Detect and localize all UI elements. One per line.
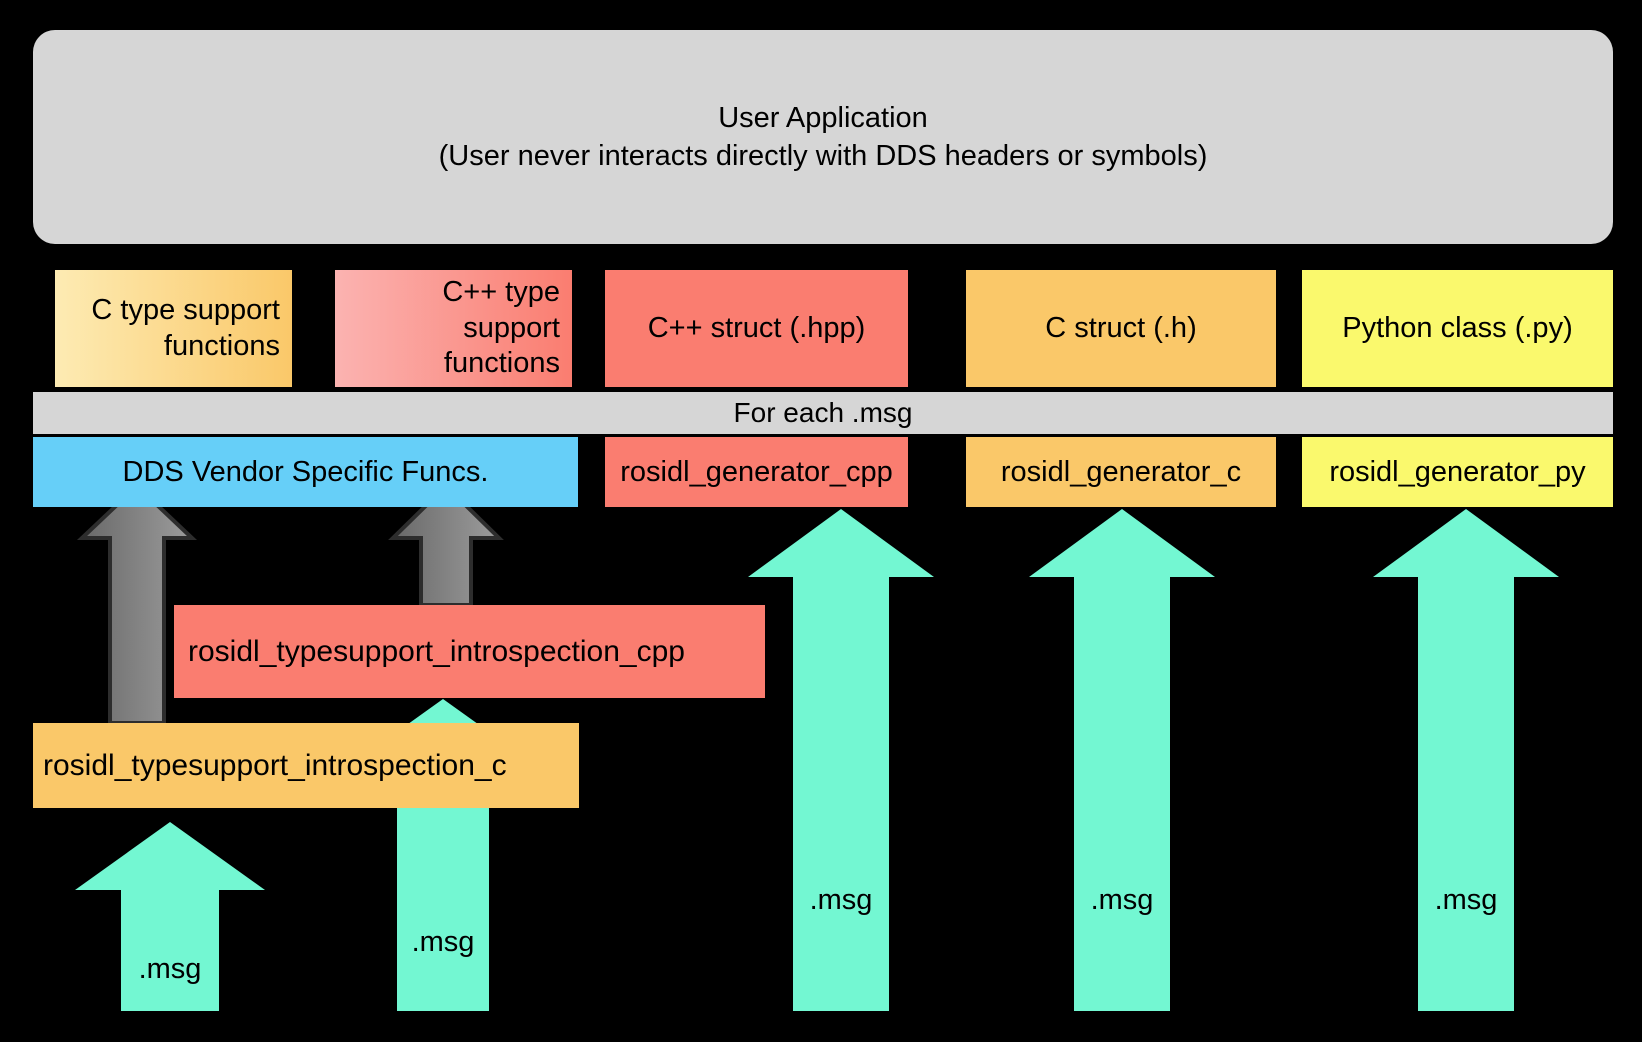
rosidl-generator-py-box: rosidl_generator_py — [1302, 437, 1613, 507]
msg-label: .msg — [1090, 884, 1154, 916]
msg-arrow-to-introspection-c — [75, 822, 265, 1011]
cpp-struct-label: C++ struct (.hpp) — [647, 311, 866, 344]
rosidl-generator-c-label: rosidl_generator_c — [1000, 455, 1242, 488]
rosidl-generator-cpp-label: rosidl_generator_cpp — [620, 455, 893, 488]
user-application-box: User Application (User never interacts d… — [33, 30, 1613, 244]
msg-arrow-to-generator-cpp — [748, 509, 934, 1011]
rosidl-typesupport-introspection-c-label: rosidl_typesupport_introspection_c — [43, 748, 507, 782]
user-application-title: User Application — [718, 101, 928, 134]
for-each-msg-band: For each .msg — [33, 392, 1613, 434]
msg-arrow-to-generator-c — [1029, 509, 1215, 1011]
cpp-type-support-line1: C++ type — [442, 275, 560, 308]
c-struct-label: C struct (.h) — [1045, 311, 1197, 344]
msg-label: .msg — [1434, 884, 1498, 916]
cpp-type-support-line3: functions — [443, 347, 560, 380]
rosidl-generator-c-box: rosidl_generator_c — [966, 437, 1276, 507]
rosidl-typesupport-introspection-c-box: rosidl_typesupport_introspection_c — [33, 723, 579, 808]
cpp-type-support-line2: support — [463, 311, 560, 344]
rosidl-typesupport-introspection-cpp-box: rosidl_typesupport_introspection_cpp — [174, 605, 765, 698]
rosidl-typesupport-introspection-cpp-label: rosidl_typesupport_introspection_cpp — [188, 634, 685, 668]
msg-arrow-to-generator-py — [1373, 509, 1559, 1011]
for-each-msg-label: For each .msg — [733, 397, 913, 428]
cpp-type-support-box: C++ type support functions — [335, 270, 572, 387]
dds-vendor-box: DDS Vendor Specific Funcs. — [33, 437, 578, 507]
dds-vendor-label: DDS Vendor Specific Funcs. — [122, 455, 489, 488]
rosidl-generator-py-label: rosidl_generator_py — [1329, 455, 1586, 488]
c-struct-box: C struct (.h) — [966, 270, 1276, 387]
rosidl-generator-cpp-box: rosidl_generator_cpp — [605, 437, 908, 507]
python-class-box: Python class (.py) — [1302, 270, 1613, 387]
user-application-subtitle: (User never interacts directly with DDS … — [438, 140, 1208, 172]
msg-label: .msg — [138, 953, 202, 985]
msg-label: .msg — [809, 884, 873, 916]
c-type-support-box: C type support functions — [55, 270, 292, 387]
msg-arrow-to-introspection-cpp — [348, 699, 538, 1011]
c-type-support-line2: functions — [163, 329, 280, 362]
python-class-label: Python class (.py) — [1342, 311, 1573, 344]
cpp-struct-box: C++ struct (.hpp) — [605, 270, 908, 387]
c-type-support-line1: C type support — [91, 293, 280, 326]
msg-label: .msg — [411, 926, 475, 958]
